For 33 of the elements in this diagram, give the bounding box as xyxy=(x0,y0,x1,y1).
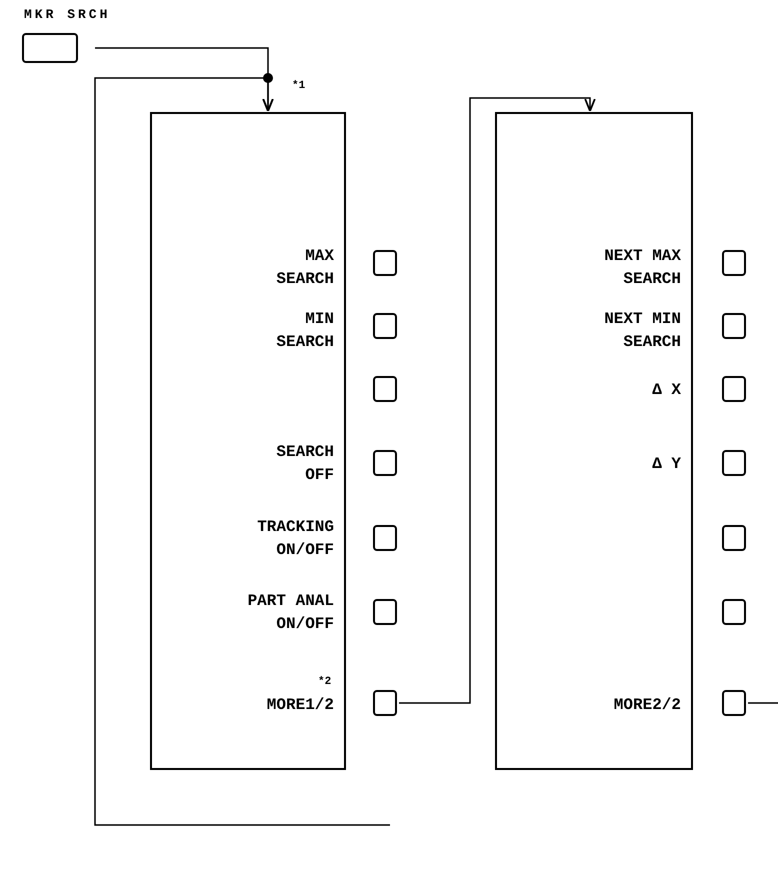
menu-panel xyxy=(150,112,346,770)
softkey-label: MAX SEARCH xyxy=(275,246,334,290)
softkey xyxy=(373,313,397,339)
softkey-label: NEXT MIN SEARCH xyxy=(603,309,681,353)
softkey-label: MIN SEARCH xyxy=(275,309,334,353)
softkey xyxy=(373,376,397,402)
softkey xyxy=(722,450,746,476)
softkey-label: Δ X xyxy=(651,380,681,401)
softkey-label: MORE2/2 xyxy=(612,695,681,716)
softkey-label: SEARCH OFF xyxy=(275,442,334,486)
footnote-mark: *2 xyxy=(318,676,332,688)
softkey xyxy=(373,250,397,276)
softkey-label: Δ Y xyxy=(651,454,681,475)
softkey-label: MORE1/2 xyxy=(266,695,334,716)
softkey xyxy=(722,376,746,402)
softkey xyxy=(373,450,397,476)
softkey xyxy=(722,313,746,339)
connector-line xyxy=(94,77,390,826)
connector-line xyxy=(399,97,596,704)
softkey xyxy=(722,250,746,276)
softkey xyxy=(722,690,746,716)
footnote-mark: *1 xyxy=(292,80,306,92)
menu-panel xyxy=(495,112,693,770)
softkey-label: NEXT MAX SEARCH xyxy=(603,246,681,290)
softkey xyxy=(373,525,397,551)
softkey-label: PART ANAL ON/OFF xyxy=(246,591,334,635)
softkey xyxy=(373,599,397,625)
connector-line xyxy=(748,702,778,704)
softkey-label: TRACKING ON/OFF xyxy=(256,517,334,561)
key-label: MKR SRCH xyxy=(24,7,110,22)
softkey xyxy=(722,525,746,551)
softkey xyxy=(373,690,397,716)
softkey xyxy=(722,599,746,625)
